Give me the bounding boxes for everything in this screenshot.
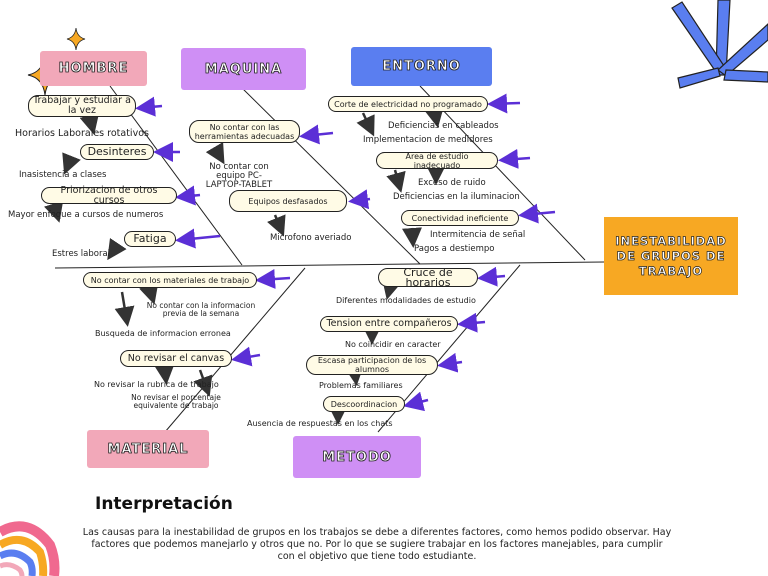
subcause-text: Pagos a destiempo bbox=[414, 244, 495, 254]
subcause-text: Problemas familiares bbox=[319, 381, 403, 390]
subcause-text: Exceso de ruido bbox=[418, 178, 486, 188]
arrow bbox=[62, 152, 81, 175]
arrow bbox=[477, 266, 506, 287]
sunburst-icon bbox=[671, 0, 768, 89]
subcause-text: Diferentes modalidades de estudio bbox=[336, 296, 476, 305]
rib-hombre bbox=[109, 85, 243, 266]
arrow bbox=[114, 291, 135, 327]
arrow bbox=[135, 96, 163, 117]
category-hombre: HOMBRE bbox=[40, 51, 147, 86]
cause-pill: Area de estudio inadecuado bbox=[376, 152, 498, 170]
cause-pill: Conectividad ineficiente bbox=[401, 210, 519, 226]
arrow bbox=[386, 169, 406, 193]
cause-pill: Priorizacion de otros cursos bbox=[41, 185, 177, 205]
subcause-text: Horarios Laborales rotativos bbox=[15, 128, 149, 139]
cause-pill: Tension entre compañeros bbox=[320, 316, 458, 332]
subcause-text: No contar con equipo PC-LAPTOP-TABLET bbox=[205, 162, 273, 190]
arrow bbox=[498, 148, 531, 169]
arrow bbox=[79, 113, 100, 135]
arrow bbox=[44, 200, 64, 223]
category-metodo: METODO bbox=[293, 436, 421, 478]
subcause-text: Mayor enfoque a cursos de numeros bbox=[8, 210, 164, 220]
cause-pill: Desinteres bbox=[80, 144, 154, 160]
cause-pill: No contar con las herramientas adecuadas bbox=[189, 120, 300, 143]
cause-pill: Fatiga bbox=[124, 231, 176, 247]
arrow bbox=[205, 142, 225, 165]
cause-pill: Escasa participacion de los alumnos bbox=[306, 355, 438, 375]
subcause-text: Deficiencias en cableados bbox=[388, 121, 499, 131]
cause-pill: Equipos desfasados bbox=[229, 190, 347, 212]
subcause-text: Busqueda de informacion erronea bbox=[95, 329, 231, 338]
subcause-text: No contar con la informacion previa de l… bbox=[146, 301, 256, 318]
category-material: MATERIAL bbox=[87, 430, 209, 468]
interpretation-title: Interpretación bbox=[95, 494, 233, 514]
arrow bbox=[139, 282, 159, 305]
arrow bbox=[107, 237, 127, 261]
arrow bbox=[299, 124, 334, 145]
sparkle-star-icon bbox=[66, 27, 86, 51]
arrow bbox=[402, 227, 422, 248]
arrow bbox=[193, 369, 213, 397]
arrow bbox=[487, 93, 521, 114]
interpretation-body: Las causas para la inestabilidad de grup… bbox=[82, 527, 672, 562]
arrow bbox=[231, 346, 261, 367]
cause-pill: Trabajar y estudiar a la vez bbox=[28, 95, 136, 117]
subcause-text: No revisar el porcentaje equivalente de … bbox=[131, 393, 221, 410]
arrow bbox=[175, 228, 221, 249]
subcause-text: No coincidir en caracter bbox=[345, 340, 441, 349]
rib-maquina bbox=[239, 85, 421, 265]
arrow bbox=[403, 391, 429, 412]
effect-box: INESTABILIDAD DE GRUPOS DE TRABAJO bbox=[604, 217, 738, 295]
subcause-text: Deficiencias en la iluminacion bbox=[393, 192, 520, 202]
subcause-text: Microfono averiado bbox=[270, 233, 352, 243]
category-maquina: MAQUINA bbox=[181, 48, 306, 90]
subcause-text: No revisar la rubrica de trabajo bbox=[94, 380, 219, 389]
cause-pill: Corte de electricidad no programado bbox=[328, 96, 488, 112]
cause-pill: No contar con los materiales de trabajo bbox=[83, 272, 257, 288]
rib-entorno bbox=[419, 85, 586, 261]
subcause-text: Intermitencia de señal bbox=[430, 230, 526, 240]
cause-pill: Descoordinacion bbox=[323, 396, 405, 412]
arrow bbox=[424, 106, 444, 128]
arrow bbox=[154, 364, 175, 385]
arrow bbox=[356, 112, 375, 137]
arrow bbox=[348, 189, 371, 210]
arrow bbox=[437, 352, 463, 373]
subcause-text: Inasistencia a clases bbox=[19, 170, 107, 180]
category-entorno: ENTORNO bbox=[351, 47, 492, 86]
subcause-text: Ausencia de respuestas en los chats bbox=[247, 419, 393, 428]
subcause-text: Implementacion de medidores bbox=[363, 135, 493, 145]
cause-pill: Cruce de horarios bbox=[378, 267, 478, 288]
arrow bbox=[255, 269, 291, 289]
rainbow-icon bbox=[0, 521, 60, 576]
arrow bbox=[381, 278, 402, 300]
arrow bbox=[267, 214, 286, 237]
spine-line bbox=[54, 261, 605, 269]
arrow bbox=[175, 185, 201, 206]
arrow bbox=[457, 312, 486, 333]
cause-pill: No revisar el canvas bbox=[120, 350, 232, 367]
subcause-text: Estres laboral bbox=[52, 249, 111, 259]
arrow bbox=[518, 203, 556, 224]
